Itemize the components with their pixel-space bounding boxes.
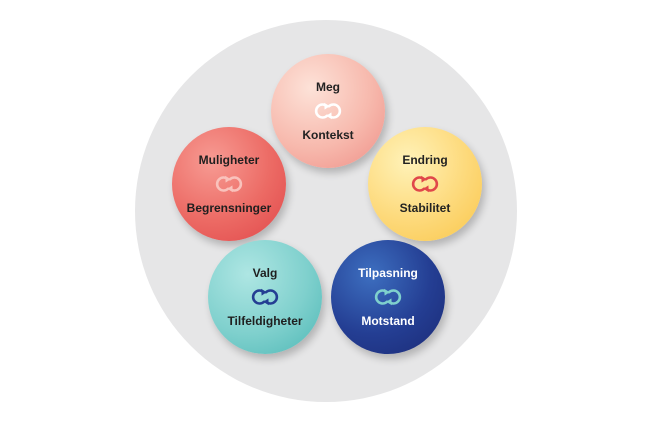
node-valg: Valg Tilfeldigheter bbox=[208, 240, 322, 354]
node-meg: Meg Kontekst bbox=[271, 54, 385, 168]
node-tilpasning-bottom-label: Motstand bbox=[361, 314, 415, 328]
cycle-arrows-icon bbox=[215, 175, 243, 193]
node-meg-bottom-label: Kontekst bbox=[302, 128, 354, 142]
node-muligheter-bottom-label: Begrensninger bbox=[186, 201, 272, 215]
node-endring-top-label: Endring bbox=[402, 153, 448, 167]
cycle-arrows-icon bbox=[374, 288, 402, 306]
node-endring: Endring Stabilitet bbox=[368, 127, 482, 241]
cycle-arrows-icon bbox=[314, 102, 342, 120]
node-tilpasning-top-label: Tilpasning bbox=[358, 266, 418, 280]
cycle-arrows-icon bbox=[411, 175, 439, 193]
node-meg-top-label: Meg bbox=[316, 80, 340, 94]
node-valg-top-label: Valg bbox=[252, 266, 278, 280]
node-tilpasning: Tilpasning Motstand bbox=[331, 240, 445, 354]
node-endring-bottom-label: Stabilitet bbox=[399, 201, 451, 215]
node-muligheter: Muligheter Begrensninger bbox=[172, 127, 286, 241]
node-valg-bottom-label: Tilfeldigheter bbox=[227, 314, 303, 328]
cycle-arrows-icon bbox=[251, 288, 279, 306]
node-muligheter-top-label: Muligheter bbox=[198, 153, 260, 167]
